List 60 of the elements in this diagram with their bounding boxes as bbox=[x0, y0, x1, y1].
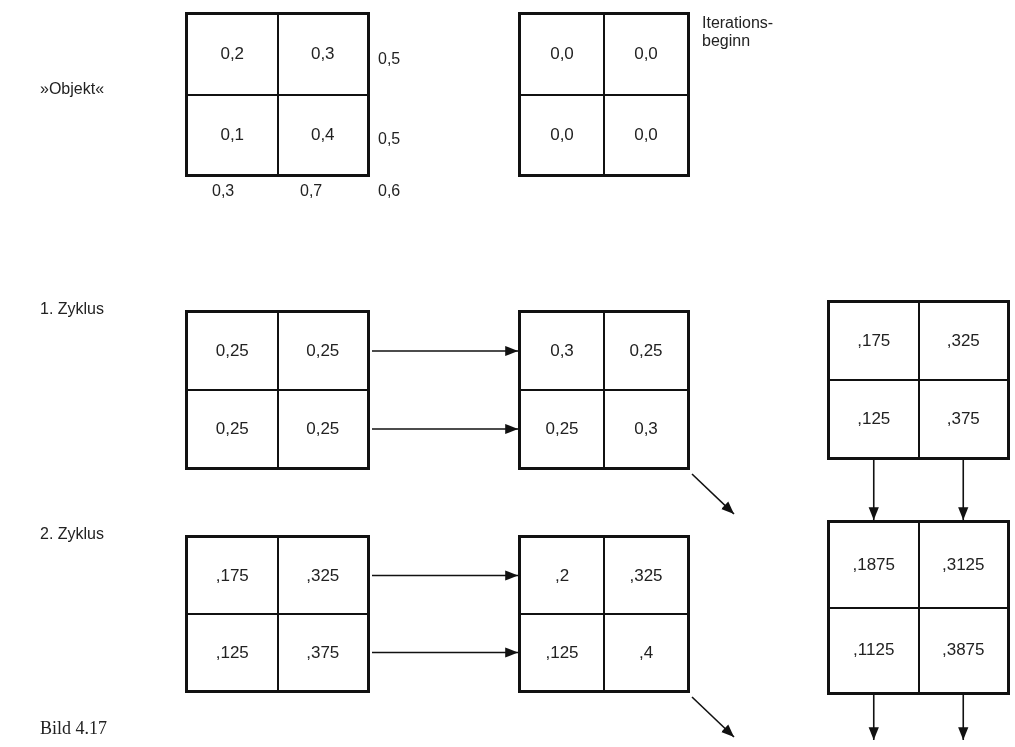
row-label: »Objekt« bbox=[40, 80, 105, 98]
arrow bbox=[371, 570, 519, 581]
grid-cell: ,325 bbox=[277, 537, 368, 614]
grid-box bbox=[827, 300, 1010, 460]
grid-cell: 0,0 bbox=[604, 14, 688, 95]
sum-value: 0,6 bbox=[378, 182, 401, 200]
grid-cell: ,325 bbox=[604, 537, 688, 614]
sum-value: 0,5 bbox=[378, 50, 401, 68]
grid-cell: ,175 bbox=[187, 537, 278, 614]
arrow bbox=[868, 694, 879, 741]
grid-cell: 0,3 bbox=[277, 14, 368, 95]
sum-value: 0,5 bbox=[378, 130, 401, 148]
grid-cell: 0,25 bbox=[187, 390, 278, 468]
grid-cell: 0,0 bbox=[520, 14, 604, 95]
row-label: 1. Zyklus bbox=[40, 300, 104, 318]
note-text: Iterations- beginn bbox=[702, 14, 775, 50]
grid-box bbox=[185, 12, 370, 177]
grid-cell: ,125 bbox=[520, 614, 604, 691]
grid-cell: 0,25 bbox=[520, 390, 604, 468]
grid-cell: 0,4 bbox=[277, 94, 368, 175]
grid-cell: ,1125 bbox=[829, 607, 919, 693]
grid-cell: ,4 bbox=[604, 614, 688, 691]
arrow bbox=[691, 696, 735, 738]
grid-cell: 0,0 bbox=[520, 94, 604, 175]
grid-cell: ,125 bbox=[187, 614, 278, 691]
arrow bbox=[958, 459, 969, 521]
sum-value: 0,7 bbox=[300, 182, 323, 200]
grid-box bbox=[185, 310, 370, 470]
arrow bbox=[868, 459, 879, 521]
grid-cell: ,125 bbox=[829, 380, 919, 458]
grid-cell: ,325 bbox=[918, 302, 1008, 380]
arrow bbox=[691, 473, 735, 515]
grid-box bbox=[185, 535, 370, 693]
grid-cell: 0,3 bbox=[604, 390, 688, 468]
grid-cell: 0,2 bbox=[187, 14, 278, 95]
grid-cell: 0,1 bbox=[187, 94, 278, 175]
arrow bbox=[958, 694, 969, 741]
figure-caption: Bild 4.17 bbox=[40, 718, 107, 739]
grid-cell: ,3875 bbox=[918, 607, 1008, 693]
grid-cell: ,1875 bbox=[829, 522, 919, 608]
arrow bbox=[371, 423, 519, 435]
arrow bbox=[371, 647, 519, 658]
grid-cell: ,375 bbox=[277, 614, 368, 691]
grid-cell: 0,25 bbox=[187, 312, 278, 390]
grid-cell: 0,0 bbox=[604, 94, 688, 175]
grid-cell: ,375 bbox=[918, 380, 1008, 458]
grid-box bbox=[518, 535, 690, 693]
grid-cell: 0,25 bbox=[277, 312, 368, 390]
row-label: 2. Zyklus bbox=[40, 525, 104, 543]
grid-cell: 0,25 bbox=[604, 312, 688, 390]
grid-box bbox=[827, 520, 1010, 695]
arrow bbox=[371, 345, 519, 357]
grid-cell: 0,25 bbox=[277, 390, 368, 468]
grid-cell: ,3125 bbox=[918, 522, 1008, 608]
grid-box bbox=[518, 12, 690, 177]
grid-cell: 0,3 bbox=[520, 312, 604, 390]
grid-box bbox=[518, 310, 690, 470]
grid-cell: ,2 bbox=[520, 537, 604, 614]
sum-value: 0,3 bbox=[212, 182, 235, 200]
grid-cell: ,175 bbox=[829, 302, 919, 380]
